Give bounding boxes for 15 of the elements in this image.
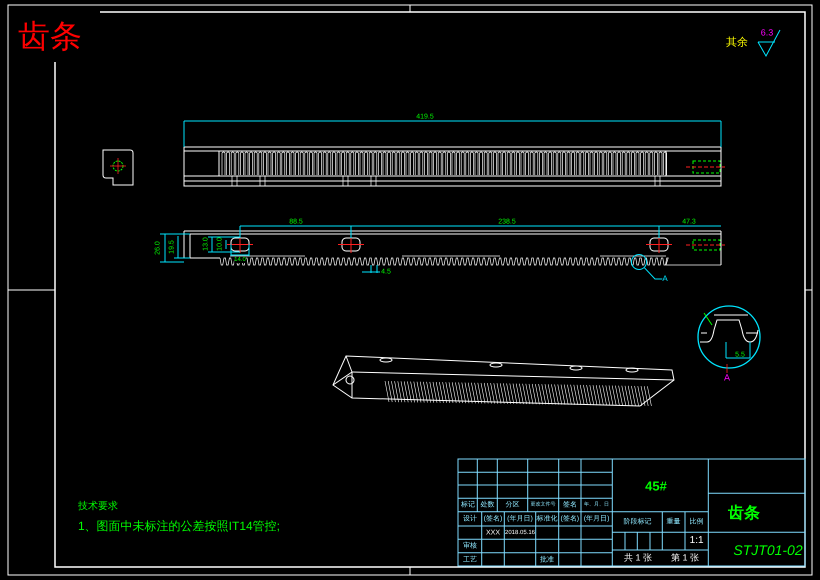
block-value: 1:1 [690,536,704,546]
part-name: 齿条 [728,506,760,522]
material-text: 45# [645,480,667,492]
section-heading: 技术要求 [78,502,118,512]
sheet-number: 第 1 张 [671,554,699,562]
detail-label: A [662,275,668,283]
roughness-note: 其余 [726,38,748,48]
detail-circle [631,254,647,270]
leader-line [644,267,663,280]
sheet-count: 共 1 张 [624,554,652,562]
drawing-number: STJT01-02 [733,543,803,557]
view-label: A [724,374,730,382]
requirement-note: 1、图面中未标注的公差按照IT14管控; [78,520,280,532]
drawing-title: 齿条 [18,20,82,52]
roughness-value: 6.3 [760,28,774,38]
